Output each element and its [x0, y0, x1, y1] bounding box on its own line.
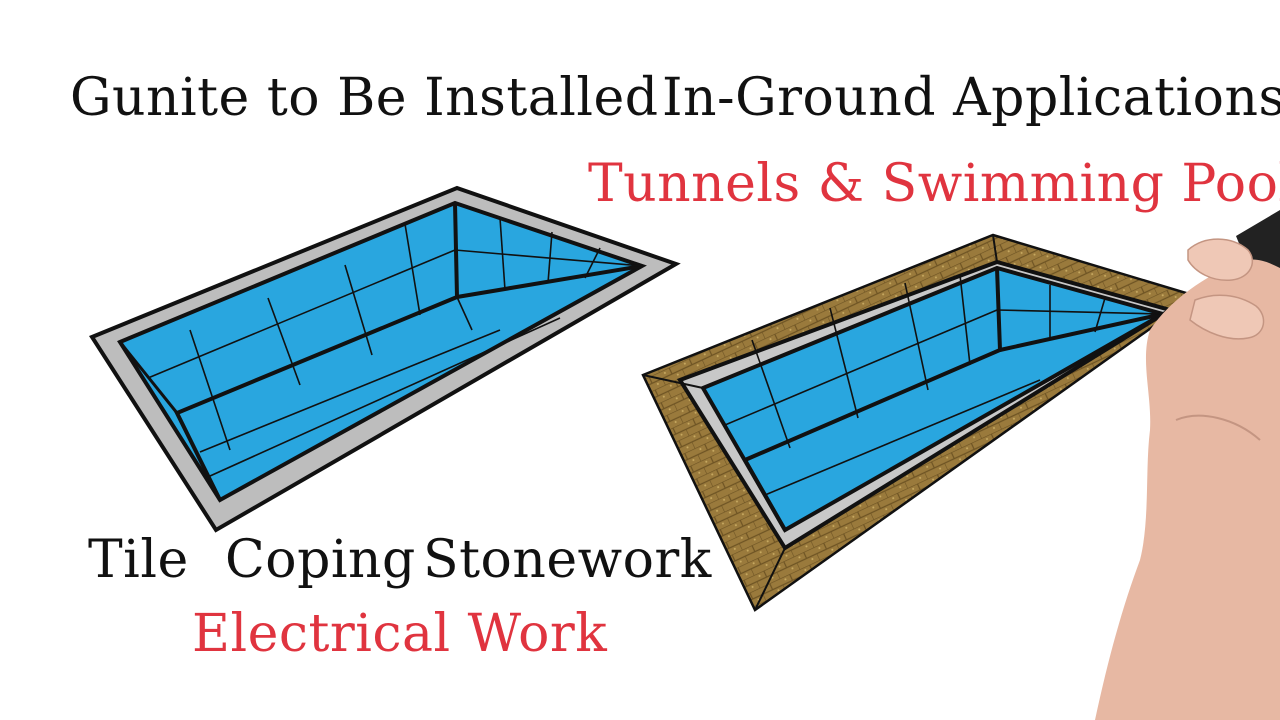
- hand-with-marker: [1095, 210, 1280, 720]
- pool-icon: [89, 185, 681, 533]
- heading-in-ground: In-Ground Applications: [662, 68, 1280, 128]
- subheading-tunnels-pools: Tunnels & Swimming Pools: [588, 154, 1280, 214]
- service-tile: Tile: [88, 530, 189, 590]
- subheading-electrical: Electrical Work: [192, 604, 608, 664]
- service-stonework: Stonework: [423, 530, 712, 590]
- service-coping: Coping: [225, 530, 416, 590]
- stone-pool-icon: [641, 233, 1199, 612]
- heading-gunite: Gunite to Be Installed: [70, 68, 659, 128]
